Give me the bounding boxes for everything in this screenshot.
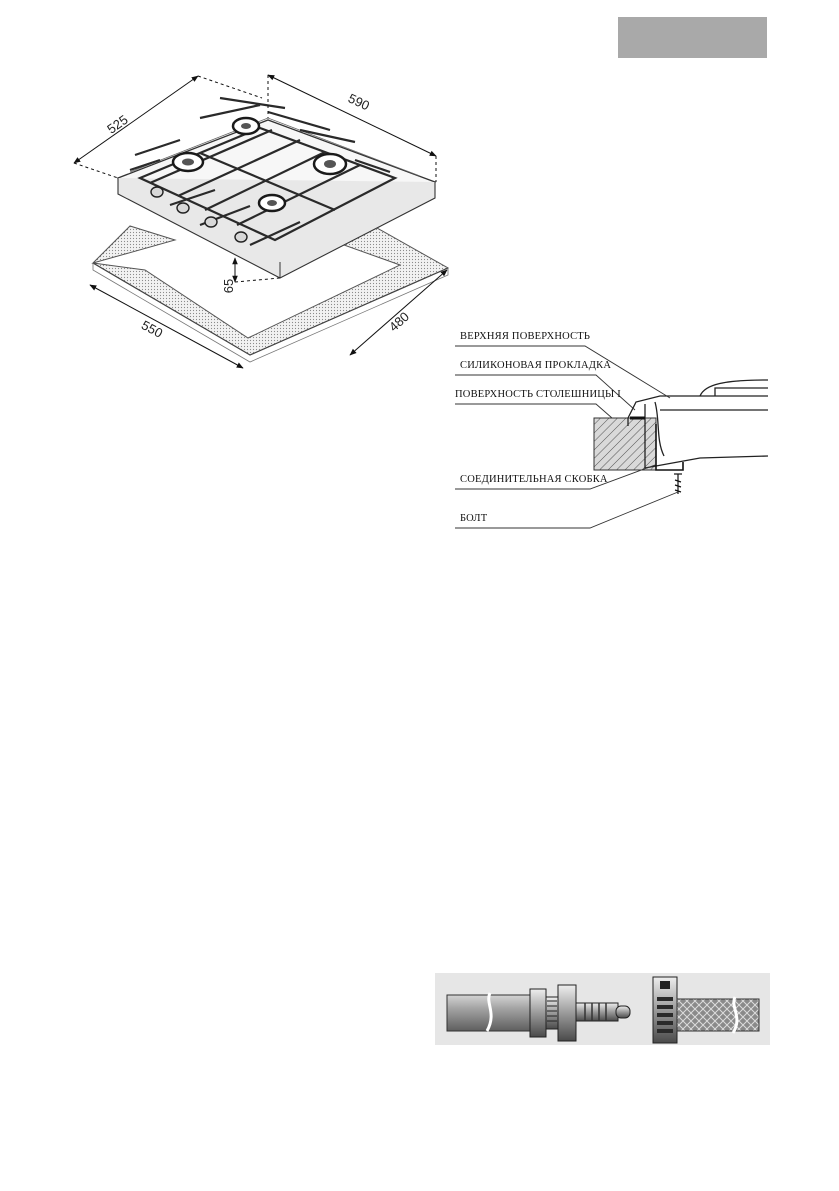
bolt: [674, 473, 682, 494]
dim-height: 65: [221, 279, 236, 293]
callout-top-surface: ВЕРХНЯЯ ПОВЕРХНОСТЬ: [460, 331, 591, 342]
callout-connecting-bracket: СОЕДИНИТЕЛЬНАЯ СКОБКА: [460, 474, 608, 485]
dim-width: 590: [346, 91, 372, 114]
knob-1: [150, 186, 164, 198]
dim-cutout-width: 550: [139, 317, 165, 340]
leader-lines: [455, 345, 679, 529]
dimension-lines: [73, 74, 448, 369]
installation-cross-section: [455, 345, 769, 529]
knob-4: [234, 231, 248, 243]
callout-bolt: БОЛТ: [460, 513, 488, 524]
hose-clamp-right: [652, 976, 760, 1044]
control-knobs: [150, 186, 248, 243]
hose-fitting-left: [446, 984, 631, 1042]
callout-countertop-surface: ПОВЕРХНОСТЬ СТОЛЕШНИЦЫ I: [455, 389, 621, 400]
dim-depth: 525: [104, 112, 130, 137]
callout-silicone-gasket: СИЛИКОНОВАЯ ПРОКЛАДКА: [460, 360, 612, 371]
gas-hose-illustration: [435, 973, 770, 1045]
knob-3: [204, 216, 218, 228]
page-section-tab: [618, 17, 767, 58]
hob-edge: [627, 379, 769, 469]
knob-2: [176, 202, 190, 214]
pan-supports: [129, 96, 398, 246]
hob-dimension-drawing: 525 590 65 550 480: [73, 74, 450, 369]
dim-cutout-depth: 480: [386, 309, 412, 335]
connecting-bracket: [655, 424, 684, 471]
countertop: [593, 417, 657, 471]
